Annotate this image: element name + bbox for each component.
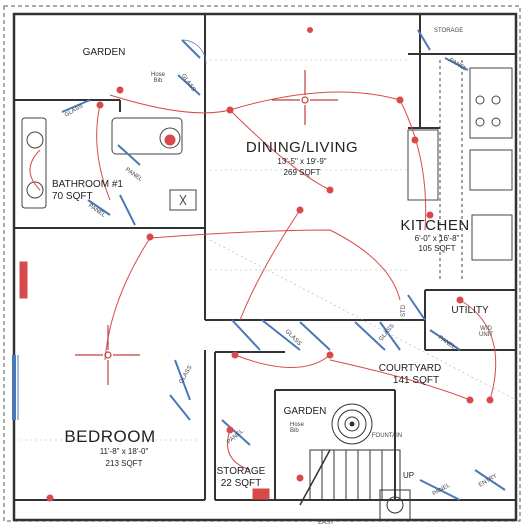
room-label-storage-bottom: STORAGE [216, 466, 266, 477]
room-label-courtyard: COURTYARD [378, 363, 442, 374]
fountain-label: FOUNTAIN [371, 433, 403, 439]
hose-bib-label-bottom: Hose Bib [290, 422, 305, 434]
room-label-bathroom: BATHROOM #1 [52, 179, 123, 190]
interior-walls [14, 14, 516, 501]
hose-bib-label: Hose Bib [150, 72, 166, 84]
stairs [299, 449, 411, 521]
room-label-utility: UTILITY [451, 305, 489, 316]
blueprint-lines [20, 59, 517, 441]
room-dims-bedroom: 11'-8" x 18'-0" [99, 447, 149, 456]
room-dims-dining-living: 13'-5" x 19'-9" [277, 157, 327, 166]
bathroom-fixtures [21, 117, 197, 211]
room-label-kitchen: KITCHEN [400, 217, 470, 234]
ceiling-fan-icon [75, 325, 140, 385]
room-area-bathroom: 70 SQFT [52, 191, 93, 202]
room-label-garden-top: GARDEN [82, 47, 126, 58]
stairs-up-label: UP [403, 471, 415, 480]
room-label-bedroom: BEDROOM [64, 427, 156, 446]
room-area-storage-bottom: 22 SQFT [220, 478, 262, 489]
doors [12, 29, 506, 501]
ceiling-fan-icon [272, 70, 338, 125]
east-label: EAST [318, 520, 334, 526]
room-label-storage-top: STORAGE [434, 28, 464, 34]
electrical-wiring [29, 91, 497, 471]
room-label-garden-bottom: GARDEN [283, 406, 327, 417]
room-area-dining-living: 269 SQFT [283, 168, 321, 177]
room-area-kitchen: 105 SQFT [418, 244, 456, 253]
room-dims-kitchen: 6'-0" x 16'-8" [414, 234, 460, 243]
wd-unit-label: W/D UNIT [479, 326, 493, 338]
room-area-courtyard: 141 SQFT [392, 375, 440, 386]
room-area-bedroom: 213 SQFT [105, 459, 143, 468]
fountain [331, 403, 373, 445]
room-label-dining-living: DINING/LIVING [245, 139, 359, 156]
std-tag: STD [401, 305, 407, 317]
exterior-walls [12, 12, 518, 522]
electrical-symbols [19, 27, 494, 502]
kitchen-fixtures [407, 60, 513, 280]
